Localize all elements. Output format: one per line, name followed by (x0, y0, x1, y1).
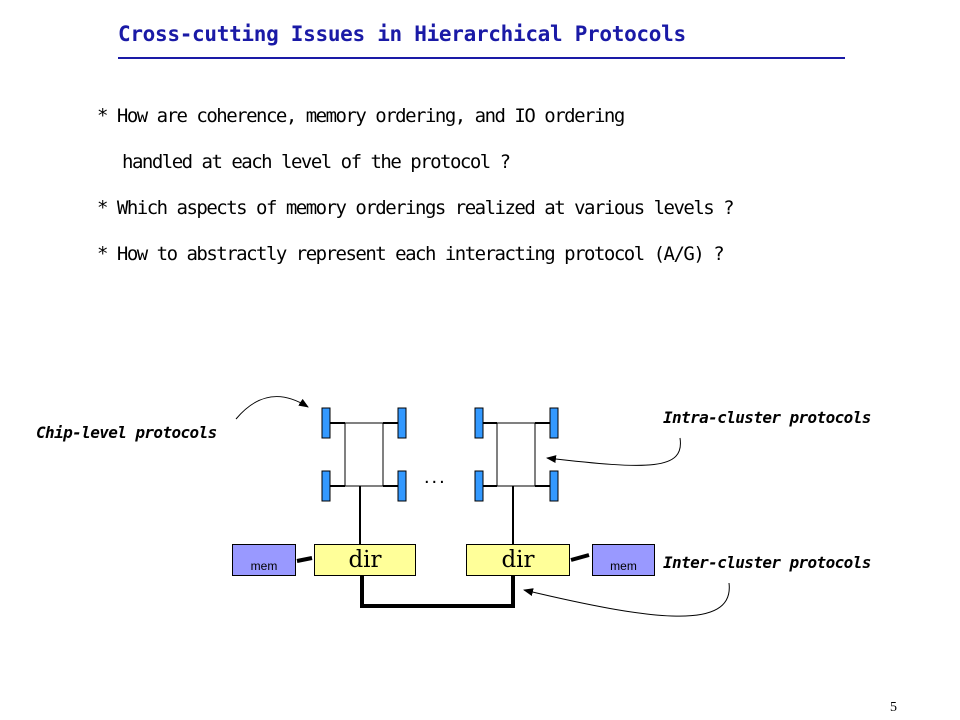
cluster-left-interconnect (344, 422, 384, 487)
bullet-1-continued: handled at each level of the protocol ? (122, 151, 511, 173)
inter-cluster-bus (360, 576, 515, 608)
processor-right-bottom-b (549, 470, 559, 502)
processor-left-top-b (397, 407, 407, 439)
bullet-2: * Which aspects of memory orderings real… (97, 197, 735, 219)
slide-title: Cross-cutting Issues in Hierarchical Pro… (118, 22, 686, 46)
title-underline (118, 57, 845, 59)
mem-link-left (296, 556, 313, 563)
dir-box-left: dir (314, 544, 416, 576)
cluster-right-interconnect (496, 422, 536, 487)
arrow-chip-level (235, 396, 309, 420)
mem-box-left: mem (232, 544, 296, 576)
cluster-right (474, 407, 559, 544)
mem-link-right (570, 553, 590, 562)
processor-left-bottom-a (321, 470, 331, 502)
bullet-3: * How to abstractly represent each inter… (97, 243, 725, 265)
mem-box-right: mem (592, 544, 655, 576)
label-chip-level: Chip-level protocols (36, 423, 217, 442)
cluster-left (321, 407, 407, 544)
arrow-inter-cluster (523, 582, 730, 617)
page-number: 5 (890, 700, 897, 715)
arrow-intra-cluster (546, 437, 681, 466)
processor-right-top-b (549, 407, 559, 439)
label-intra-cluster: Intra-cluster protocols (663, 408, 871, 427)
processor-left-top-a (321, 407, 331, 439)
processor-left-bottom-b (397, 470, 407, 502)
dir-box-right: dir (466, 544, 570, 576)
bullet-1: * How are coherence, memory ordering, an… (97, 105, 625, 127)
processor-right-top-a (474, 407, 484, 439)
label-inter-cluster: Inter-cluster protocols (663, 553, 871, 572)
cluster-ellipsis: ... (424, 466, 447, 488)
processor-right-bottom-a (474, 470, 484, 502)
